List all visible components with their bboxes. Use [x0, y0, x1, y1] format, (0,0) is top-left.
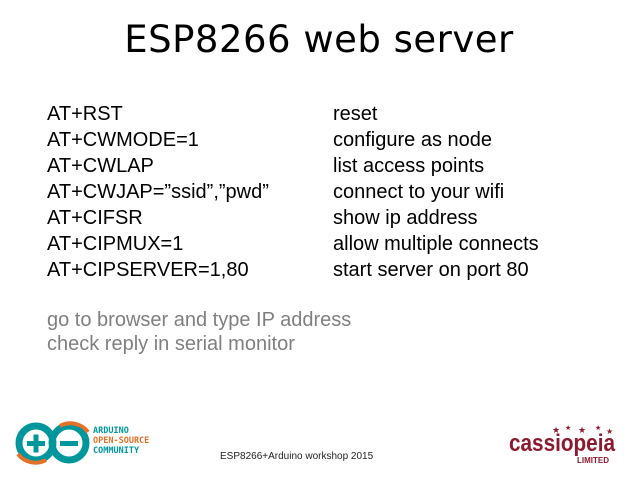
command-text: AT+CWLAP [47, 155, 154, 177]
star-icon: ★ [606, 427, 613, 436]
cassiopeia-logo-sub: LIMITED [577, 456, 609, 465]
command-row: AT+CIFSR show ip address [47, 205, 539, 231]
command-description: show ip address [333, 207, 478, 229]
arduino-logo-line: COMMUNITY [93, 446, 140, 456]
command-row: AT+CIPSERVER=1,80 start server on port 80 [47, 257, 539, 283]
slide-notes: go to browser and type IP address check … [47, 308, 351, 356]
command-text: AT+CIFSR [47, 207, 143, 229]
command-description: start server on port 80 [333, 259, 529, 281]
arduino-logo-text: ARDUINO OPEN-SOURCE COMMUNITY [93, 426, 149, 456]
command-description: list access points [333, 155, 485, 177]
command-row: AT+RST reset [47, 101, 539, 127]
command-description: configure as node [333, 129, 493, 151]
star-icon: ★ [552, 425, 560, 435]
command-row: AT+CWJAP=”ssid”,”pwd” connect to your wif… [47, 179, 539, 205]
command-description: connect to your wifi [333, 181, 505, 203]
star-icon: ★ [565, 424, 571, 432]
note-line: check reply in serial monitor [47, 333, 295, 355]
command-row: AT+CWLAP list access points [47, 153, 539, 179]
command-text: AT+CIPMUX=1 [47, 233, 184, 255]
arduino-logo-line: ARDUINO [93, 426, 129, 436]
note-line: go to browser and type IP address [47, 309, 352, 331]
cassiopeia-logo: cassiopeia LIMITED ★ ★ ★ ★ ★ [509, 424, 616, 465]
command-text: AT+CWMODE=1 [47, 129, 199, 151]
command-description: allow multiple connects [333, 233, 539, 255]
slide-title: ESP8266 web server [124, 18, 514, 61]
slide-footer: ESP8266+Arduino workshop 2015 [220, 451, 374, 462]
command-row: AT+CWMODE=1 configure as node [47, 127, 539, 153]
command-text: AT+RST [47, 103, 123, 125]
arduino-infinity-icon [15, 421, 90, 465]
cassiopeia-logo-name: cassiopeia [509, 430, 616, 457]
star-icon: ★ [595, 424, 601, 432]
command-table: AT+RST reset AT+CWMODE=1 configure as node… [47, 101, 539, 283]
command-text: AT+CWJAP=”ssid”,”pwd” [47, 181, 269, 203]
command-text: AT+CIPSERVER=1,80 [47, 259, 249, 281]
command-row: AT+CIPMUX=1 allow multiple connects [47, 231, 539, 257]
arduino-logo-line: OPEN-SOURCE [93, 436, 150, 446]
star-icon: ★ [578, 425, 586, 435]
command-description: reset [333, 103, 378, 125]
